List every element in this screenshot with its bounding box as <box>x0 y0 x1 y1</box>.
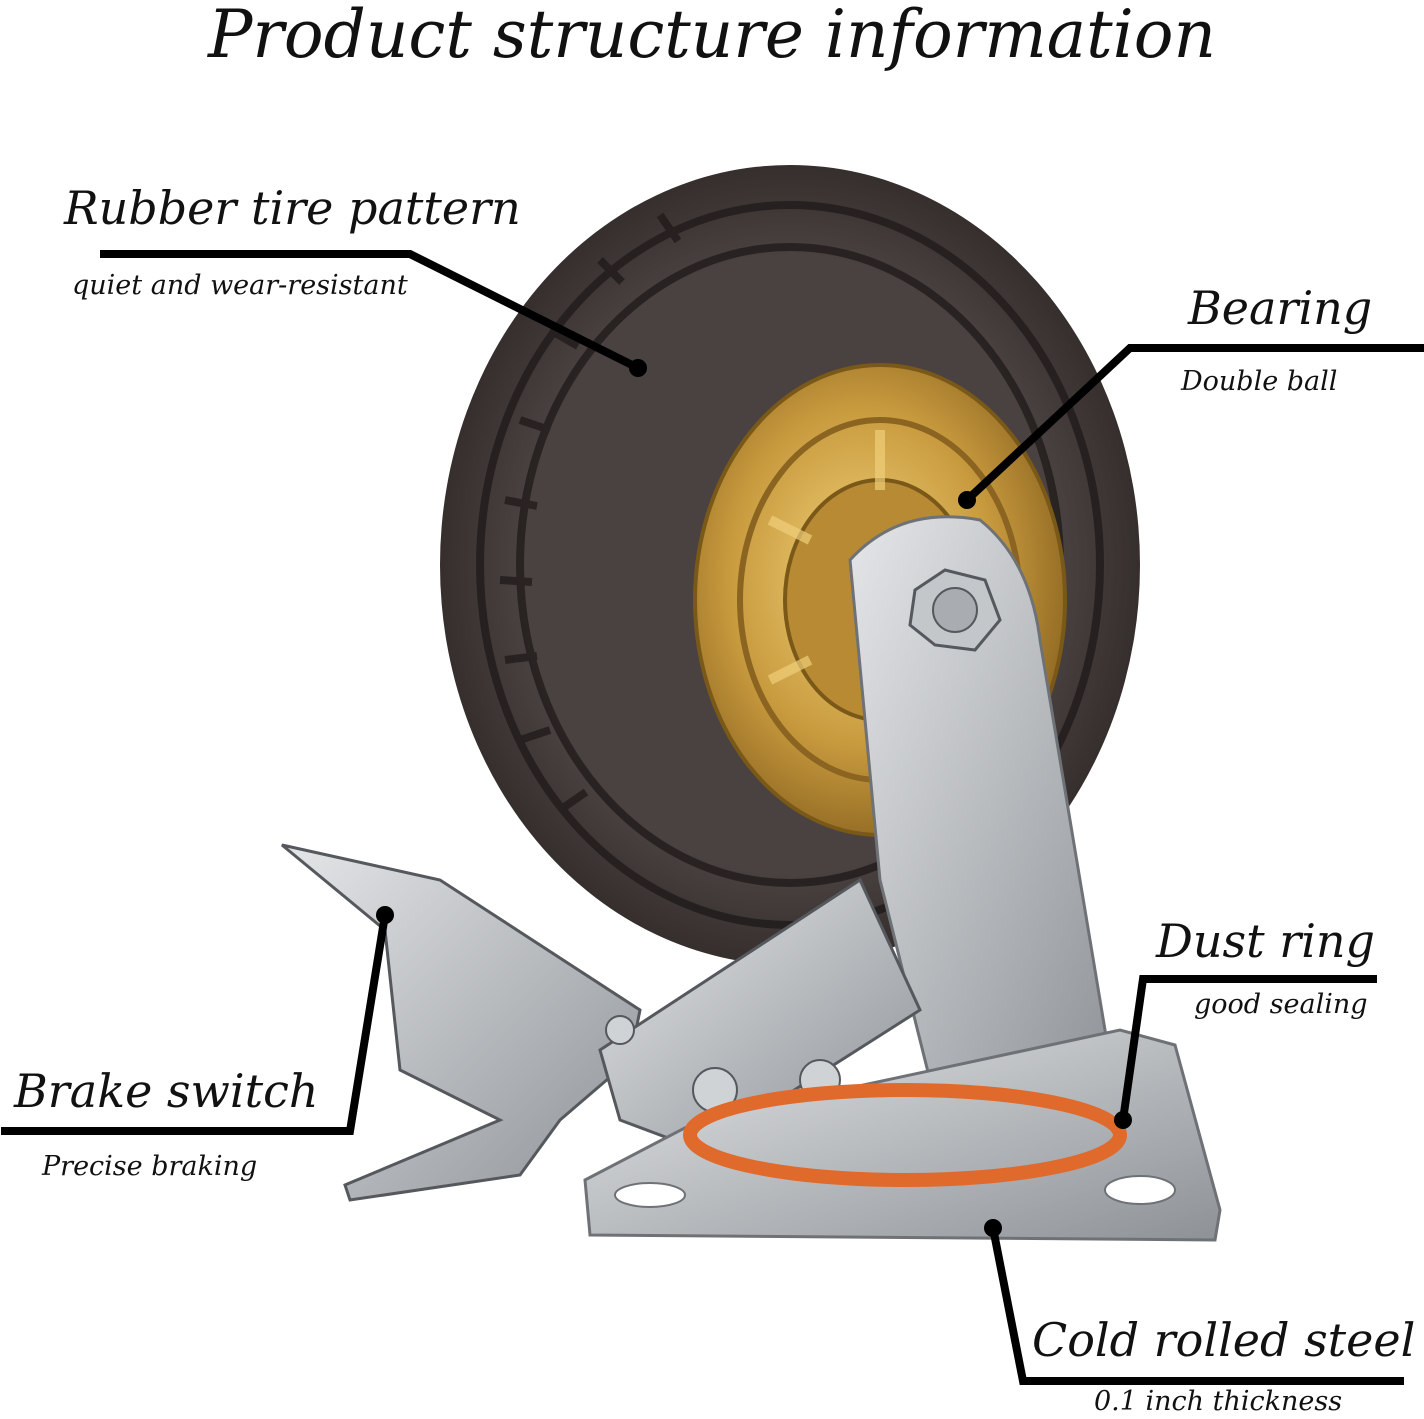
tire-callout-label: Rubber tire pattern <box>64 181 521 235</box>
steel-callout-desc: 0.1 inch thickness <box>1094 1386 1343 1417</box>
bearing-callout-line <box>961 344 1424 506</box>
bearing-callout-label: Bearing <box>1188 281 1373 335</box>
brake-pedal <box>281 843 642 1202</box>
steel-callout-dot <box>984 1219 1002 1237</box>
fork-bracket <box>848 515 1112 1122</box>
dust-ring <box>683 1083 1127 1187</box>
tire-callout-dot <box>629 359 647 377</box>
tire-callout-line <box>100 250 644 374</box>
page-title: Product structure information <box>207 0 1217 73</box>
tire-callout-desc: quiet and wear-resistant <box>72 270 408 301</box>
bearing-callout-dot <box>958 491 976 509</box>
dust-callout-label: Dust ring <box>1156 914 1375 968</box>
steel-callout-label: Cold rolled steel <box>1032 1313 1416 1367</box>
dust-callout-desc: good sealing <box>1194 989 1368 1020</box>
bearing-callout-desc: Double ball <box>1181 366 1338 397</box>
brake-callout-dot <box>376 906 394 924</box>
dust-callout-dot <box>1114 1111 1132 1129</box>
dust-callout-line <box>1118 975 1377 1125</box>
callout-lines <box>1 250 1424 1385</box>
brake-callout-label: Brake switch <box>14 1064 319 1118</box>
brake-callout-line <box>1 910 390 1135</box>
brake-callout-desc: Precise braking <box>42 1151 258 1182</box>
steel-callout-line <box>988 1223 1404 1385</box>
